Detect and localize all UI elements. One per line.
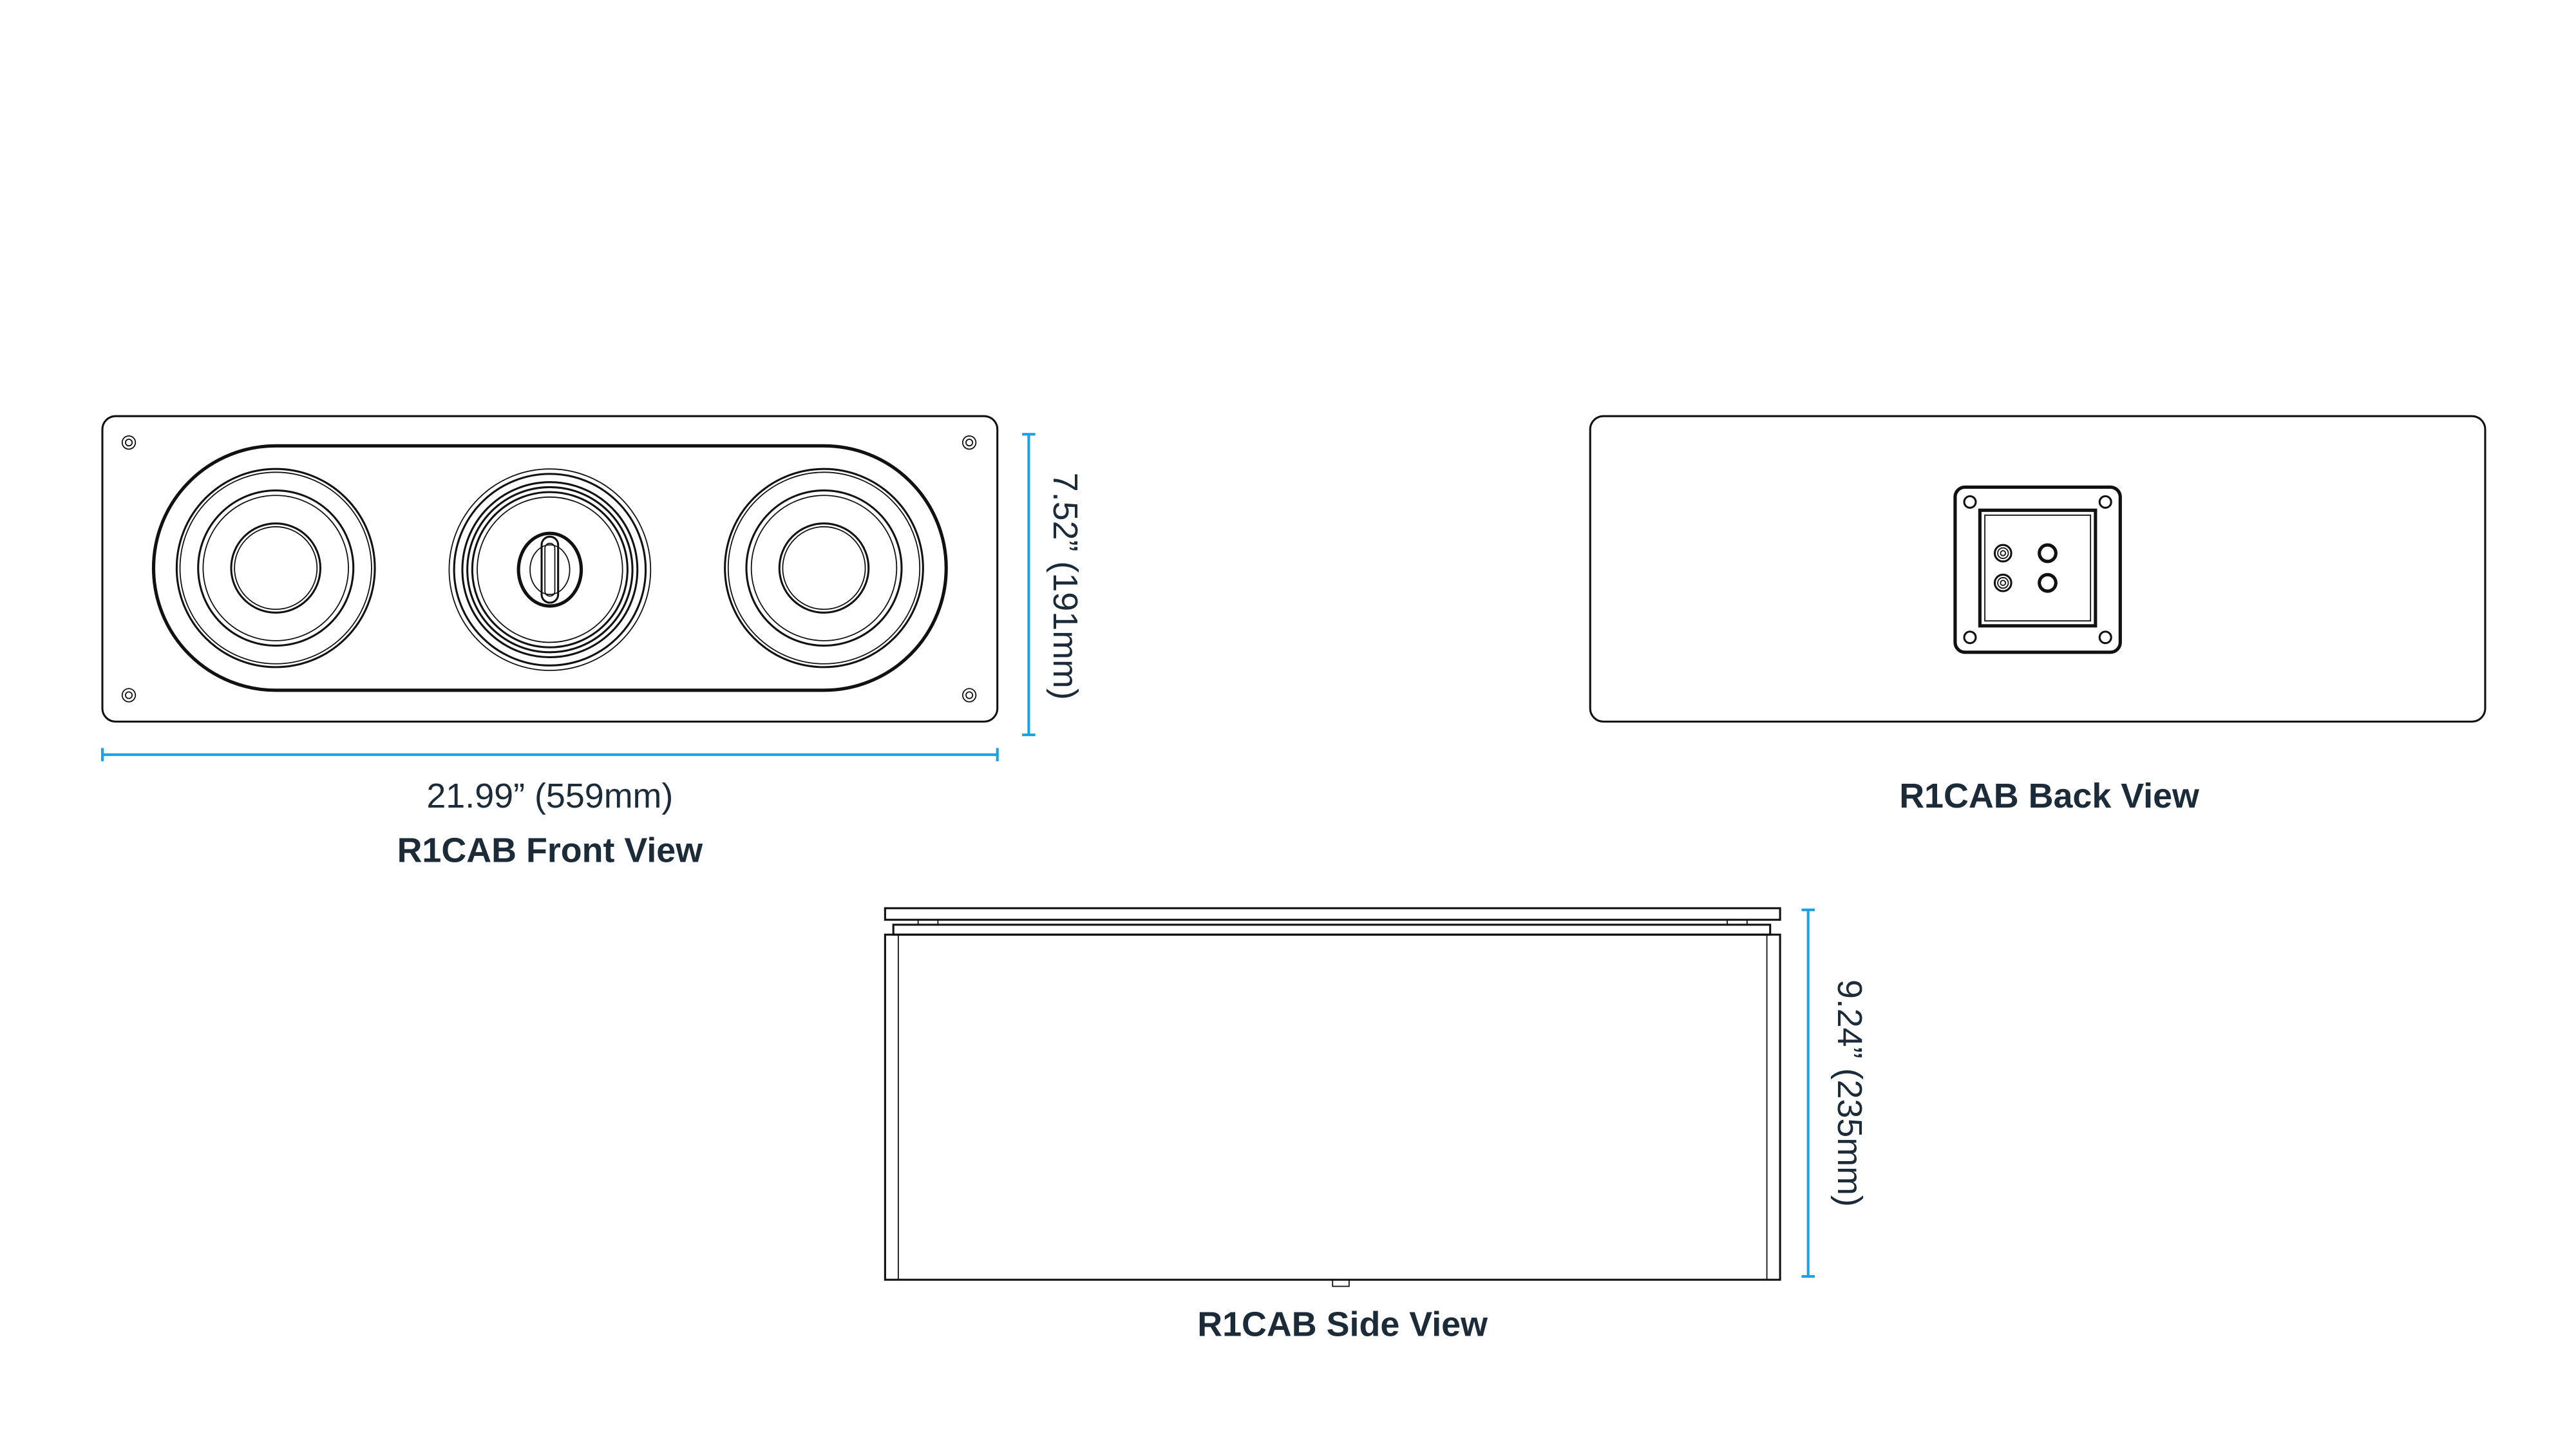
- terminal-hole-icon: [2038, 573, 2058, 593]
- front-view: 7.52” (191mm) 21.99” (559mm) R1CAB Front…: [100, 415, 1084, 869]
- bezel: [892, 923, 1772, 936]
- terminal-plate: [1953, 485, 2122, 654]
- back-view: R1CAB Back View: [1589, 415, 2486, 815]
- flange: [884, 907, 1781, 921]
- screw-icon: [1963, 630, 1977, 645]
- baffle: [151, 444, 948, 692]
- depth-dimension-line: [1801, 908, 1815, 1278]
- binding-post-icon: [1993, 544, 2012, 563]
- terminal-hole-icon: [2038, 543, 2058, 564]
- terminal-cup: [1978, 508, 2098, 628]
- bottom-nub: [1332, 1279, 1350, 1287]
- screw-icon: [961, 435, 977, 450]
- side-view-title: R1CAB Side View: [1197, 1305, 1488, 1343]
- side-depth-label: 9.24” (235mm): [1830, 980, 1869, 1207]
- back-view-title: R1CAB Back View: [1899, 777, 2199, 815]
- screw-icon: [2098, 495, 2112, 509]
- height-dimension-line: [1022, 433, 1036, 737]
- front-height-label: 7.52” (191mm): [1046, 473, 1084, 700]
- center-tweeter: [448, 468, 652, 671]
- back-panel: [1589, 415, 2486, 723]
- width-dimension-line: [100, 748, 999, 762]
- screw-icon: [121, 688, 137, 703]
- screw-icon: [121, 435, 137, 450]
- front-width-label: 21.99” (559mm): [426, 777, 673, 815]
- screw-icon: [1963, 495, 1977, 509]
- screw-icon: [961, 688, 977, 703]
- front-plate: [101, 415, 999, 723]
- left-woofer: [175, 468, 376, 668]
- screw-icon: [2098, 630, 2112, 645]
- side-view: 9.24” (235mm) R1CAB Side View: [884, 907, 1869, 1343]
- right-woofer: [724, 468, 924, 668]
- enclosure: [884, 933, 1781, 1281]
- binding-post-icon: [1993, 573, 2012, 592]
- front-view-title: R1CAB Front View: [397, 831, 703, 869]
